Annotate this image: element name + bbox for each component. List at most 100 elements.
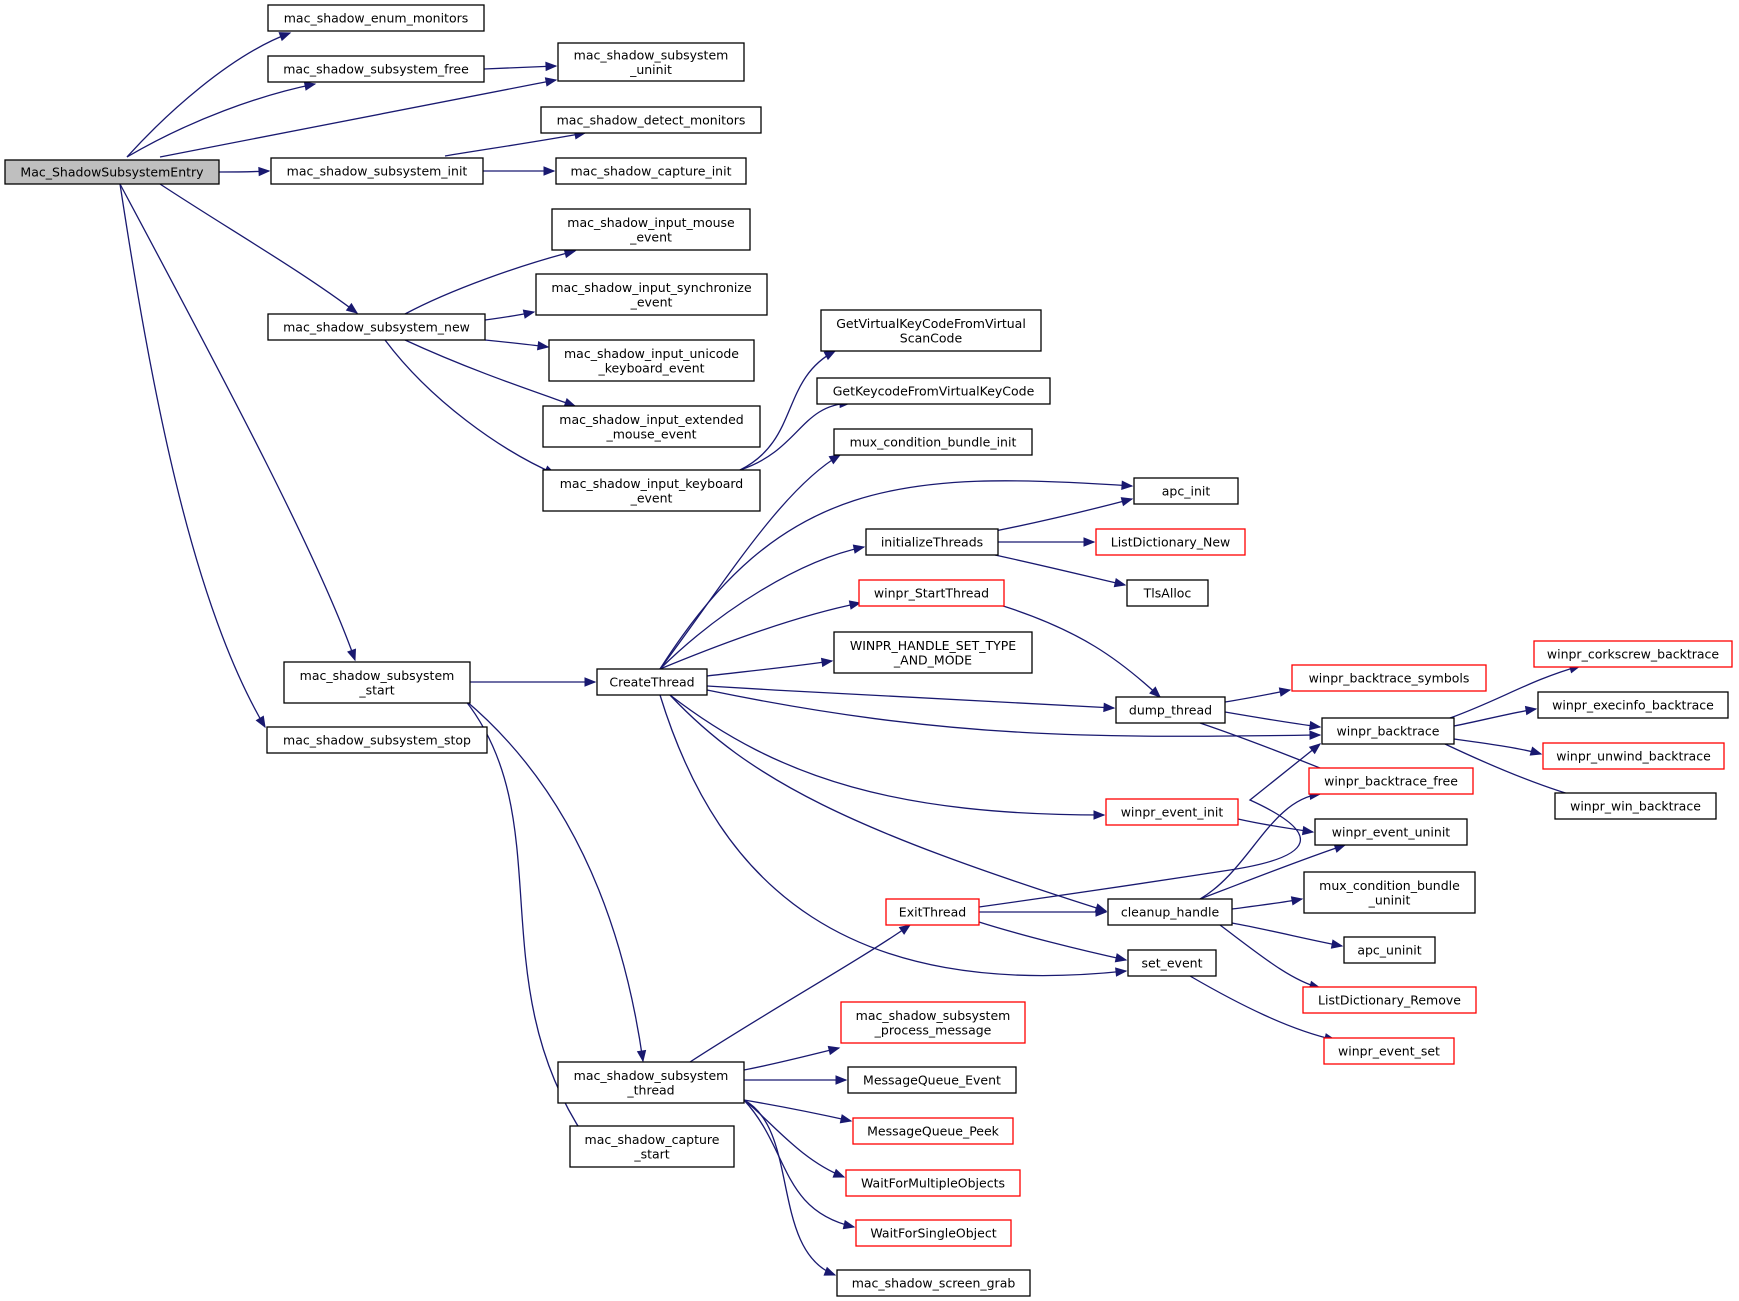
arrowhead-subsys_start-to-create_thread bbox=[584, 677, 597, 687]
node-screen_grab[interactable]: mac_shadow_screen_grab bbox=[836, 1269, 1031, 1297]
arrowhead-subsys_thread-to-wait_multi bbox=[832, 1168, 846, 1178]
node-event_uninit[interactable]: winpr_event_uninit bbox=[1314, 818, 1468, 846]
node-bt_symbols[interactable]: winpr_backtrace_symbols bbox=[1291, 664, 1487, 692]
edge-root-to-subsys_free bbox=[126, 83, 316, 158]
node-mq_peek[interactable]: MessageQueue_Peek bbox=[852, 1117, 1014, 1145]
node-create_thread[interactable]: CreateThread bbox=[596, 668, 708, 696]
edge-root-to-subsys_new bbox=[159, 183, 358, 314]
edge-input_keyboard-to-getkeycode bbox=[739, 402, 851, 471]
arrowhead-exit_thread-to-set_event bbox=[1114, 953, 1128, 963]
node-subsys_start[interactable]: mac_shadow_subsystem_start bbox=[283, 661, 471, 704]
arrowhead-create_thread-to-apc_init bbox=[1121, 480, 1134, 491]
node-event_init[interactable]: winpr_event_init bbox=[1105, 798, 1239, 826]
edge-cleanup-to-listdict_remove bbox=[1219, 924, 1321, 989]
node-getkeycode[interactable]: GetKeycodeFromVirtualKeyCode bbox=[816, 377, 1051, 405]
edge-init_threads-to-tlsalloc bbox=[994, 554, 1126, 586]
node-apc_init[interactable]: apc_init bbox=[1133, 477, 1239, 505]
node-subsys_stop[interactable]: mac_shadow_subsystem_stop bbox=[266, 726, 488, 754]
node-label: apc_uninit bbox=[1357, 943, 1421, 958]
node-subsys_uninit[interactable]: mac_shadow_subsystem_uninit bbox=[557, 42, 745, 82]
node-apc_uninit[interactable]: apc_uninit bbox=[1343, 936, 1436, 964]
edge-subsys_new-to-input_mouse bbox=[404, 250, 576, 315]
node-subsys_new[interactable]: mac_shadow_subsystem_new bbox=[267, 313, 486, 341]
node-init_threads[interactable]: initializeThreads bbox=[865, 528, 999, 556]
node-root[interactable]: Mac_ShadowSubsystemEntry bbox=[4, 159, 220, 185]
arrowhead-exit_thread-to-cleanup bbox=[1095, 907, 1108, 917]
node-dump_thread[interactable]: dump_thread bbox=[1115, 696, 1226, 724]
node-unwind[interactable]: winpr_unwind_backtrace bbox=[1542, 742, 1725, 770]
node-label: winpr_corkscrew_backtrace bbox=[1547, 647, 1720, 662]
node-label: winpr_backtrace_free bbox=[1324, 774, 1458, 789]
arrowhead-subsys_new-to-input_unicode bbox=[536, 340, 550, 351]
node-label: winpr_unwind_backtrace bbox=[1556, 749, 1711, 764]
arrowhead-root-to-subsys_start bbox=[347, 648, 357, 662]
node-execinfo[interactable]: winpr_execinfo_backtrace bbox=[1537, 691, 1729, 719]
node-subsys_thread[interactable]: mac_shadow_subsystem_thread bbox=[557, 1061, 745, 1104]
node-process_msg[interactable]: mac_shadow_subsystem_process_message bbox=[840, 1001, 1026, 1044]
node-win_bt[interactable]: winpr_win_backtrace bbox=[1554, 792, 1717, 820]
node-mq_event[interactable]: MessageQueue_Event bbox=[847, 1066, 1017, 1094]
node-input_unicode[interactable]: mac_shadow_input_unicode_keyboard_event bbox=[548, 339, 755, 382]
node-box bbox=[596, 668, 708, 696]
node-label: TlsAlloc bbox=[1143, 586, 1192, 601]
edge-subsys_new-to-input_keyboard bbox=[384, 339, 556, 475]
node-mux_uninit[interactable]: mux_condition_bundle_uninit bbox=[1303, 871, 1476, 914]
arrowhead-subsys_thread-to-mq_event bbox=[835, 1075, 848, 1085]
node-box bbox=[1308, 767, 1474, 795]
node-tlsalloc[interactable]: TlsAlloc bbox=[1126, 579, 1209, 607]
node-label: ExitThread bbox=[899, 905, 966, 920]
node-handle_set[interactable]: WINPR_HANDLE_SET_TYPE_AND_MODE bbox=[833, 631, 1033, 674]
node-detect_monitors[interactable]: mac_shadow_detect_monitors bbox=[540, 106, 762, 134]
edge-create_thread-to-mux_init bbox=[659, 454, 841, 670]
edge-create_thread-to-dump_thread bbox=[706, 685, 1115, 709]
edge-cleanup-to-apc_uninit bbox=[1231, 922, 1343, 947]
edge-exit_thread-to-backtrace bbox=[978, 743, 1321, 908]
node-listdict_new[interactable]: ListDictionary_New bbox=[1095, 528, 1246, 556]
node-label: _start bbox=[633, 1146, 669, 1161]
node-wait_multi[interactable]: WaitForMultipleObjects bbox=[845, 1169, 1021, 1197]
node-corkscrew[interactable]: winpr_corkscrew_backtrace bbox=[1533, 640, 1733, 668]
node-wait_single[interactable]: WaitForSingleObject bbox=[855, 1219, 1012, 1247]
edge-dump_thread-to-backtrace bbox=[1224, 711, 1321, 728]
node-input_mouse[interactable]: mac_shadow_input_mouse_event bbox=[551, 208, 751, 251]
node-label: mac_shadow_subsystem_free bbox=[283, 62, 469, 77]
arrowhead-subsys_new-to-input_mouse bbox=[563, 248, 577, 259]
node-box bbox=[1533, 640, 1733, 668]
node-box bbox=[858, 579, 1005, 607]
node-box bbox=[555, 157, 747, 185]
node-set_event[interactable]: set_event bbox=[1127, 949, 1217, 977]
node-label: winpr_backtrace_symbols bbox=[1309, 671, 1470, 686]
arrowhead-subsys_thread-to-screen_grab bbox=[823, 1266, 837, 1276]
node-subsys_free[interactable]: mac_shadow_subsystem_free bbox=[267, 55, 485, 83]
edge-subsys_thread-to-wait_single bbox=[743, 1099, 855, 1228]
node-subsys_init[interactable]: mac_shadow_subsystem_init bbox=[270, 157, 484, 185]
node-capture_start[interactable]: mac_shadow_capture_start bbox=[569, 1125, 735, 1168]
node-label: winpr_win_backtrace bbox=[1570, 799, 1701, 814]
node-label: mux_condition_bundle bbox=[1319, 878, 1460, 893]
node-capture_init[interactable]: mac_shadow_capture_init bbox=[555, 157, 747, 185]
node-label: initializeThreads bbox=[881, 535, 983, 550]
edge-subsys_thread-to-exit_thread bbox=[689, 924, 911, 1063]
arrowhead-subsys_thread-to-mq_peek bbox=[839, 1114, 853, 1124]
node-cleanup[interactable]: cleanup_handle bbox=[1107, 898, 1233, 926]
node-event_set[interactable]: winpr_event_set bbox=[1323, 1037, 1455, 1065]
node-mux_init[interactable]: mux_condition_bundle_init bbox=[833, 428, 1033, 456]
node-backtrace[interactable]: winpr_backtrace bbox=[1321, 717, 1455, 745]
node-enum_monitors[interactable]: mac_shadow_enum_monitors bbox=[267, 4, 485, 32]
arrowhead-init_threads-to-listdict_new bbox=[1083, 537, 1096, 547]
node-exit_thread[interactable]: ExitThread bbox=[885, 898, 980, 926]
node-listdict_remove[interactable]: ListDictionary_Remove bbox=[1302, 986, 1477, 1014]
arrowhead-subsys_new-to-input_ext_mouse bbox=[563, 398, 577, 407]
node-box bbox=[266, 726, 488, 754]
node-label: _event bbox=[630, 490, 673, 505]
node-input_ext_mouse[interactable]: mac_shadow_input_extended_mouse_event bbox=[542, 405, 761, 448]
node-input_keyboard[interactable]: mac_shadow_input_keyboard_event bbox=[542, 469, 761, 512]
edge-subsys_thread-to-mq_peek bbox=[743, 1099, 852, 1122]
node-bt_free[interactable]: winpr_backtrace_free bbox=[1308, 767, 1474, 795]
node-label: winpr_execinfo_backtrace bbox=[1552, 698, 1714, 713]
node-box bbox=[1343, 936, 1436, 964]
node-input_sync[interactable]: mac_shadow_input_synchronize_event bbox=[535, 273, 768, 316]
node-start_thread[interactable]: winpr_StartThread bbox=[858, 579, 1005, 607]
node-box bbox=[845, 1169, 1021, 1197]
